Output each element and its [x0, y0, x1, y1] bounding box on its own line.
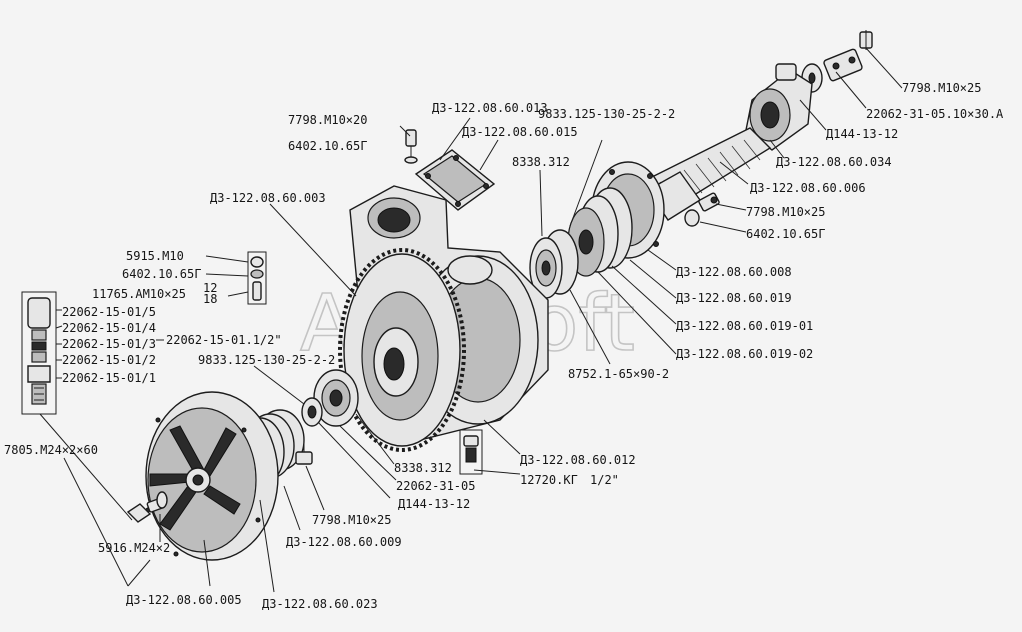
label-d3-122-08-60-019-02: Д3-122.08.60.019-02: [676, 347, 813, 361]
label-7805-m24x2x60: 7805.M24×2×60: [4, 443, 98, 457]
label-22062-15-01-1: 22062-15-01/1: [62, 371, 156, 385]
label-d144-13-12-bottom: Д144-13-12: [398, 497, 470, 511]
label-7798-m10x25-top: 7798.M10×25: [902, 81, 981, 95]
label-11765-am10x25: 11765.AM10×25: [92, 287, 186, 301]
rear-flange-housing: [567, 161, 665, 277]
label-6402-10-65g-top: 6402.10.65Г: [288, 139, 367, 153]
label-d3-122-08-60-019-01: Д3-122.08.60.019-01: [676, 319, 813, 333]
bearing-8338-312-right: [529, 229, 579, 299]
label-5916-m24x2: 5916.M24×2: [98, 541, 170, 555]
label-d3-122-08-60-009: Д3-122.08.60.009: [286, 535, 402, 549]
label-6402-10-65g-right: 6402.10.65Г: [746, 227, 825, 241]
label-d3-122-08-60-023: Д3-122.08.60.023: [262, 597, 378, 611]
label-22062-15-01-5: 22062-15-01/5: [62, 305, 156, 319]
housing-bottom-plug: [459, 429, 483, 475]
label-7798-m10x20: 7798.M10×20: [288, 113, 367, 127]
drain-plug-bolt: [126, 491, 168, 523]
label-22062-15-01-1-2: 22062-15-01.1/2": [166, 333, 282, 347]
label-7798-m10x25-mid: 7798.M10×25: [746, 205, 825, 219]
seal-22062-31-05: [301, 397, 323, 427]
label-22062-15-01-2: 22062-15-01/2: [62, 353, 156, 367]
leader-lines: [39, 47, 903, 593]
label-d144-13-12-top: Д144-13-12: [826, 127, 898, 141]
label-8338-312-top: 8338.312: [512, 155, 570, 169]
label-d3-122-08-60-019: Д3-122.08.60.019: [676, 291, 792, 305]
front-fan-cover: [145, 391, 279, 561]
label-fraction-half: 1/2": [590, 473, 619, 487]
bolt-right-middle: [684, 192, 720, 227]
label-8752-1-65x90-2: 8752.1-65×90-2: [568, 367, 669, 381]
top-cover-plate: [414, 149, 496, 211]
label-d3-122-08-60-015: Д3-122.08.60.015: [462, 125, 578, 139]
label-22062-15-01-4: 22062-15-01/4: [62, 321, 156, 335]
label-7798-m10x25-bottom: 7798.M10×25: [312, 513, 391, 527]
label-6402-10-65g-left: 6402.10.65Г: [122, 267, 201, 281]
label-d3-122-08-60-012: Д3-122.08.60.012: [520, 453, 636, 467]
label-fraction-12: 12: [203, 281, 217, 295]
plug-assembly: [21, 291, 57, 415]
label-22062-31-05-10x30a: 22062-31-05.10×30.A: [866, 107, 1004, 121]
label-d3-122-08-60-034: Д3-122.08.60.034: [776, 155, 892, 169]
label-22062-15-01-3: 22062-15-01/3: [62, 337, 156, 351]
label-d3-122-08-60-003: Д3-122.08.60.003: [210, 191, 326, 205]
label-d3-122-08-60-006: Д3-122.08.60.006: [750, 181, 866, 195]
yoke-flange: [745, 63, 813, 151]
bolt-plate-top-right: [823, 30, 873, 82]
label-9833-125-130-25-2-2-top: 9833.125-130-25-2-2: [538, 107, 675, 121]
bearing-8338-312-left: [313, 369, 359, 427]
label-d3-122-08-60-005: Д3-122.08.60.005: [126, 593, 242, 607]
label-12720-kg: 12720.КГ: [520, 473, 578, 487]
label-9833-125-130-25-2-2-left: 9833.125-130-25-2-2: [198, 353, 335, 367]
label-d3-122-08-60-013: Д3-122.08.60.013: [432, 101, 548, 115]
label-22062-31-05: 22062-31-05: [396, 479, 475, 493]
label-d3-122-08-60-008: Д3-122.08.60.008: [676, 265, 792, 279]
bolt-top-cover: [404, 129, 418, 164]
bolt-front-bellows: [295, 442, 313, 465]
label-fraction-18: 18: [203, 292, 217, 306]
label-8338-312-bottom: 8338.312: [394, 461, 452, 475]
label-5915-m10: 5915.M10: [126, 249, 184, 263]
gear-ring: [338, 248, 466, 452]
part-labels: 7798.M10×25 22062-31-05.10×30.A Д144-13-…: [4, 81, 1004, 611]
small-bolt-set: [247, 251, 267, 305]
